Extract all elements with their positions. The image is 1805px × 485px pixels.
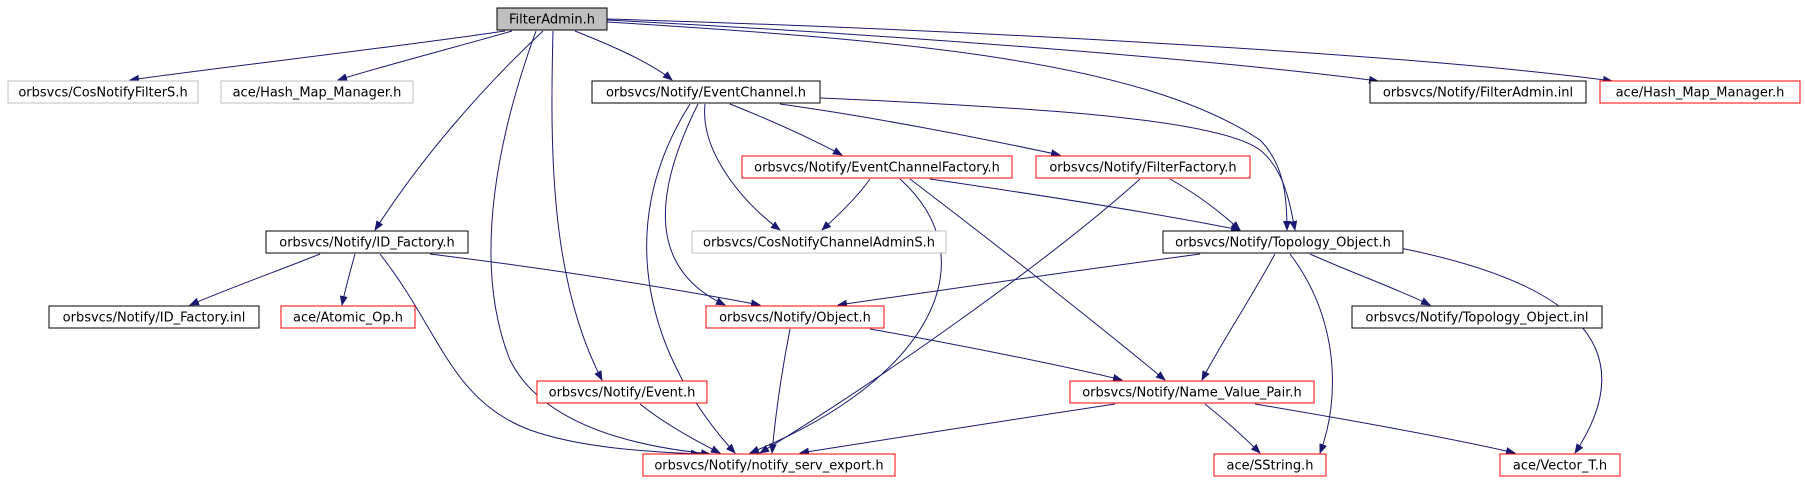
edge-object-h-to-notify-serv-export-h [768, 328, 791, 454]
edge-name-value-pair-h-to-notify-serv-export-h [799, 403, 1116, 456]
edge-filteradmin-h-to-filteradmin-inl [606, 19, 1379, 84]
node-atomic-op-h[interactable]: ace/Atomic_Op.h [280, 305, 416, 329]
node-eventchannel-h[interactable]: orbsvcs/Notify/EventChannel.h [591, 80, 821, 104]
edge-filteradmin-h-to-eventchannel-h [574, 30, 673, 81]
node-label: orbsvcs/Notify/EventChannelFactory.h [754, 161, 1000, 176]
node-event-h[interactable]: orbsvcs/Notify/Event.h [536, 380, 708, 404]
node-label: ace/Hash_Map_Manager.h [233, 86, 402, 101]
node-notify-serv-export-h[interactable]: orbsvcs/Notify/notify_serv_export.h [642, 453, 896, 477]
edge-id-factory-h-to-object-h [429, 253, 761, 308]
node-box [1599, 80, 1801, 104]
node-label: orbsvcs/Notify/Topology_Object.h [1175, 236, 1391, 251]
node-label: orbsvcs/Notify/Object.h [719, 311, 871, 326]
edges [129, 18, 1613, 458]
node-sstring-h[interactable]: ace/SString.h [1213, 453, 1327, 477]
node-box [705, 305, 885, 329]
edge-eventchannel-h-to-eventchannelfactory-h [729, 103, 843, 156]
node-id-factory-h[interactable]: orbsvcs/Notify/ID_Factory.h [265, 230, 469, 254]
node-box [591, 80, 821, 104]
node-hash-map-manager-gray: ace/Hash_Map_Manager.h [220, 80, 414, 104]
node-box [280, 305, 416, 329]
edge-topology-object-h-to-name-value-pair-h [1201, 253, 1276, 381]
node-label: orbsvcs/Notify/FilterFactory.h [1049, 161, 1236, 176]
node-box [691, 230, 947, 254]
node-box [741, 155, 1013, 179]
node-box [1162, 230, 1404, 254]
edge-eventchannel-h-to-cosnotifychanneladmins-h [704, 103, 781, 231]
node-topology-object-h[interactable]: orbsvcs/Notify/Topology_Object.h [1162, 230, 1404, 254]
node-label: orbsvcs/Notify/ID_Factory.h [279, 236, 454, 251]
edge-id-factory-h-to-atomic-op-h [339, 253, 356, 306]
edge-object-h-to-name-value-pair-h [869, 328, 1123, 382]
node-label: orbsvcs/Notify/notify_serv_export.h [654, 459, 883, 474]
edge-filteradmin-h-to-id-factory-h [374, 30, 544, 231]
node-box [1369, 80, 1587, 104]
edge-filterfactory-h-to-notify-serv-export-h [759, 178, 1141, 454]
node-label: ace/Vector_T.h [1513, 459, 1607, 474]
node-label: orbsvcs/Notify/Topology_Object.inl [1366, 311, 1589, 326]
node-filteradmin-h[interactable]: FilterAdmin.h [496, 7, 608, 31]
edge-eventchannelfactory-h-to-topology-object-h [929, 178, 1241, 233]
node-filterfactory-h[interactable]: orbsvcs/Notify/FilterFactory.h [1035, 155, 1251, 179]
edge-topology-object-h-to-sstring-h [1289, 253, 1333, 454]
edge-filterfactory-h-to-topology-object-h [1169, 178, 1241, 231]
node-box [220, 80, 414, 104]
node-box [48, 305, 260, 329]
node-label: ace/Hash_Map_Manager.h [1616, 86, 1785, 101]
edge-event-h-to-notify-serv-export-h [639, 403, 721, 454]
edge-eventchannel-h-to-object-h [664, 103, 726, 306]
node-box [536, 380, 708, 404]
node-box [1069, 380, 1315, 404]
node-box [642, 453, 896, 477]
node-cosnotifychanneladmins-h: orbsvcs/CosNotifyChannelAdminS.h [691, 230, 947, 254]
node-box [1213, 453, 1327, 477]
node-label: orbsvcs/Notify/EventChannel.h [606, 86, 806, 101]
edge-eventchannelfactory-h-to-cosnotifychanneladmins-h [821, 178, 871, 231]
edge-eventchannel-h-to-notify-serv-export-h [646, 103, 736, 454]
node-cosnotifyfilters-h: orbsvcs/CosNotifyFilterS.h [7, 80, 199, 104]
node-eventchannelfactory-h[interactable]: orbsvcs/Notify/EventChannelFactory.h [741, 155, 1013, 179]
node-hash-map-manager-red[interactable]: ace/Hash_Map_Manager.h [1599, 80, 1801, 104]
node-label: ace/Atomic_Op.h [293, 311, 403, 326]
nodes: FilterAdmin.h orbsvcs/CosNotifyFilterS.h a… [7, 7, 1801, 477]
edge-name-value-pair-h-to-sstring-h [1204, 403, 1261, 454]
node-label: orbsvcs/CosNotifyFilterS.h [18, 86, 187, 101]
node-box [7, 80, 199, 104]
node-label: ace/SString.h [1227, 459, 1314, 474]
edge-topology-object-h-to-topology-object-inl [1309, 253, 1431, 306]
edge-topology-object-h-to-object-h [837, 253, 1201, 308]
edge-name-value-pair-h-to-vector-t-h [1254, 403, 1516, 455]
node-label: orbsvcs/Notify/FilterAdmin.inl [1383, 86, 1573, 101]
edge-eventchannelfactory-h-to-notify-serv-export-h [749, 178, 942, 454]
edge-filteradmin-h-to-event-h [551, 30, 603, 381]
edge-eventchannel-h-to-filterfactory-h [779, 103, 1061, 158]
edge-filteradmin-h-to-hash-map-manager-red [606, 18, 1613, 84]
node-id-factory-inl[interactable]: orbsvcs/Notify/ID_Factory.inl [48, 305, 260, 329]
edge-filteradmin-h-to-notify-serv-export-h [490, 30, 711, 458]
node-label: orbsvcs/Notify/Name_Value_Pair.h [1082, 386, 1302, 401]
node-name-value-pair-h[interactable]: orbsvcs/Notify/Name_Value_Pair.h [1069, 380, 1315, 404]
node-label: orbsvcs/Notify/Event.h [549, 386, 696, 401]
node-box [1499, 453, 1621, 477]
node-vector-t-h[interactable]: ace/Vector_T.h [1499, 453, 1621, 477]
node-object-h[interactable]: orbsvcs/Notify/Object.h [705, 305, 885, 329]
edge-topology-object-h-to-vector-t-h [1399, 247, 1603, 454]
node-topology-object-inl[interactable]: orbsvcs/Notify/Topology_Object.inl [1351, 305, 1603, 329]
node-box [496, 7, 608, 31]
node-filteradmin-inl[interactable]: orbsvcs/Notify/FilterAdmin.inl [1369, 80, 1587, 104]
edge-id-factory-h-to-id-factory-inl [189, 253, 321, 306]
edge-eventchannel-h-to-topology-object-h [819, 97, 1298, 231]
edge-filteradmin-h-to-cosnotifyfilters-h [129, 30, 506, 83]
node-label: orbsvcs/CosNotifyChannelAdminS.h [703, 236, 935, 251]
edge-filteradmin-h-to-hash-map-manager-gray [337, 30, 513, 82]
node-box [1035, 155, 1251, 179]
node-label: orbsvcs/Notify/ID_Factory.inl [63, 311, 246, 326]
edge-eventchannelfactory-h-to-name-value-pair-h [909, 178, 1166, 381]
edge-id-factory-h-to-notify-serv-export-h [379, 253, 701, 458]
node-label: FilterAdmin.h [509, 13, 595, 28]
node-box [1351, 305, 1603, 329]
node-box [265, 230, 469, 254]
